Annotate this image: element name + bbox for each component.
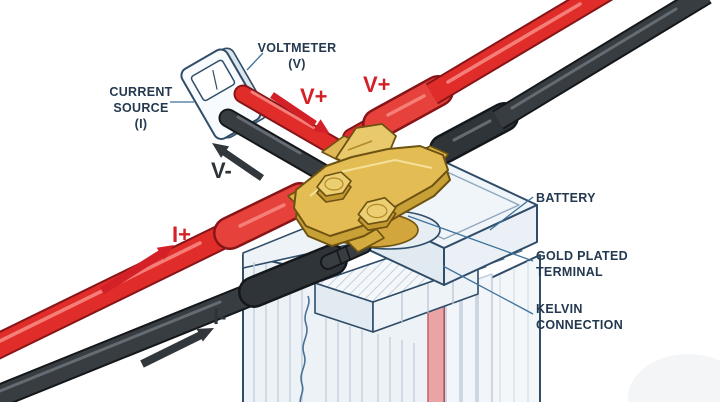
meter-needle (212, 69, 218, 90)
i-minus-label: I- (213, 304, 227, 329)
current-source-label-line3: (I) (134, 117, 148, 131)
leader-battery (489, 196, 534, 231)
voltmeter-label: VOLTMETER (V) (258, 40, 337, 72)
current-source-label-line2: SOURCE (113, 101, 169, 115)
leader-gold-terminal (407, 215, 534, 262)
v-plus-arrow-label: V+ (300, 84, 328, 109)
i-minus-arrow (140, 328, 214, 368)
leader-voltmeter (246, 52, 264, 71)
hex-bolt-1-top (316, 171, 352, 197)
flow-arrows (99, 92, 330, 368)
gold-plated-terminal-label-line1: GOLD PLATED (536, 249, 628, 263)
background-smudge (628, 354, 720, 402)
v-plus-arrow (270, 92, 330, 134)
gold-plated-terminal-label-line2: TERMINAL (536, 265, 603, 279)
current-source-label-line1: CURRENT (109, 85, 173, 99)
v-plus-cable-label: V+ (363, 72, 391, 97)
red-sense-cable-v-plus (233, 84, 350, 160)
voltmeter-label-line1: VOLTMETER (257, 41, 337, 55)
voltmeter-label-line2: (V) (288, 57, 306, 71)
hex-bolt-2-top (357, 196, 397, 226)
current-source-label: CURRENT SOURCE (I) (109, 84, 172, 132)
gold-terminal (287, 123, 451, 253)
black-sense-cable-v-minus (218, 108, 342, 188)
black-cable-i-minus (0, 238, 372, 402)
i-plus-arrow (99, 245, 174, 295)
kelvin-connection-label-line1: KELVIN (536, 302, 583, 316)
gold-plated-terminal-label: GOLD PLATED TERMINAL (536, 248, 628, 280)
meter-display (190, 59, 236, 102)
sense-wire-wavy (299, 295, 310, 402)
kelvin-connection-label: KELVIN CONNECTION (536, 301, 623, 333)
battery-label: BATTERY (536, 191, 596, 205)
leader-kelvin (442, 265, 534, 315)
v-minus-arrow (212, 143, 264, 181)
red-cable-i-plus (0, 182, 317, 360)
leader-lines (170, 52, 534, 315)
i-plus-label: I+ (172, 222, 191, 247)
kelvin-connection-label-line2: CONNECTION (536, 318, 624, 332)
v-minus-label: V- (211, 158, 232, 183)
